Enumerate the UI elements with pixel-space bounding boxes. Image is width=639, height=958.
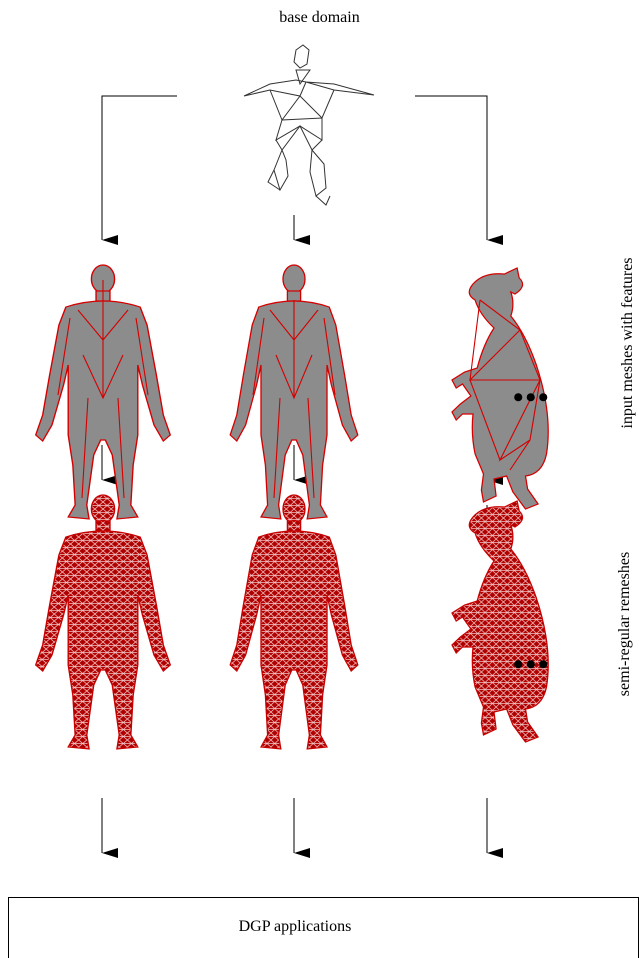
female-mesh-with-features [230, 265, 358, 519]
continuation-dots-row2: ••• [513, 655, 551, 675]
diagram-title: base domain [0, 8, 639, 28]
row-label-input-meshes: input meshes with features [619, 178, 637, 508]
horse-remesh [452, 501, 548, 742]
male-remesh [36, 495, 171, 749]
base-domain-wireframe [244, 45, 374, 205]
female-remesh [230, 495, 358, 749]
dgp-applications-label: DGP applications [0, 917, 590, 937]
continuation-dots-row1: ••• [513, 388, 551, 408]
row-label-remeshes: semi-regular remeshes [616, 479, 634, 769]
male-mesh-with-features [36, 265, 171, 519]
bottom-arrows [102, 798, 487, 853]
